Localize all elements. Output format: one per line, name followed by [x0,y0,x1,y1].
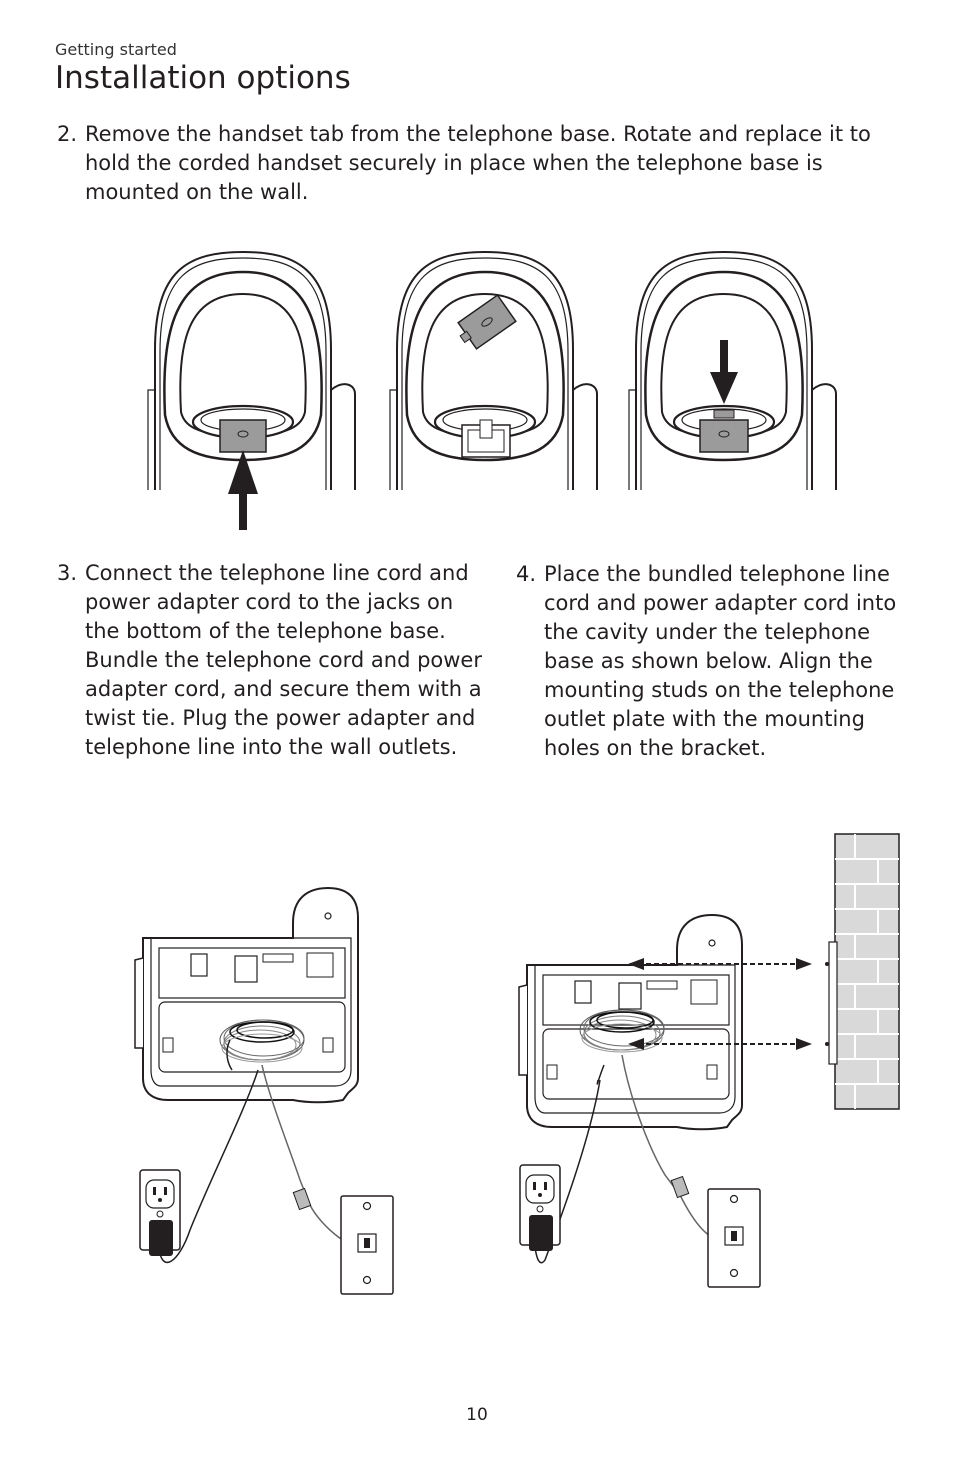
phone-base-cords-illustration [134,887,394,1295]
step-number: 2. [57,122,78,146]
step-number: 4. [516,562,537,586]
cradle-illustration-2 [388,250,599,492]
cradle-illustration-3 [627,250,838,492]
step-2: 2. Remove the handset tab from the telep… [57,120,887,207]
page-number: 10 [466,1405,488,1425]
cradle-illustration-1 [146,250,357,530]
step-text: Connect the telephone line cord and powe… [85,561,482,759]
step-text: Remove the handset tab from the telephon… [85,122,871,204]
step-text: Place the bundled telephone line cord an… [544,562,897,760]
section-label: Getting started [55,40,177,59]
page-title: Installation options [55,60,351,96]
step-3: 3. Connect the telephone line cord and p… [57,559,487,762]
step-4: 4. Place the bundled telephone line cord… [516,560,916,763]
wall-mount-alignment-illustration [518,833,900,1288]
step-number: 3. [57,561,78,585]
